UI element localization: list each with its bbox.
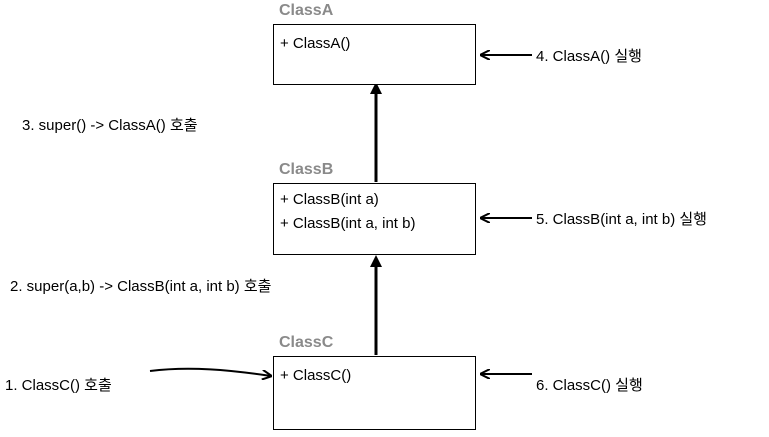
classb-constructor-1: + ClassB(int a) [280, 191, 379, 208]
classa-box: + ClassA() [273, 24, 476, 85]
classb-box: + ClassB(int a) + ClassB(int a, int b) [273, 183, 476, 255]
classa-title: ClassA [279, 2, 334, 19]
classc-box: + ClassC() [273, 356, 476, 430]
classb-constructor-2: + ClassB(int a, int b) [280, 215, 416, 232]
classc-constructor: + ClassC() [280, 367, 352, 384]
step5-label: 5. ClassB(int a, int b) 실행 [536, 211, 707, 228]
classb-title: ClassB [279, 161, 334, 178]
step2-label: 2. super(a,b) -> ClassB(int a, int b) 호출 [10, 278, 272, 295]
step1-label: 1. ClassC() 호출 [5, 377, 112, 394]
step6-label: 6. ClassC() 실행 [536, 377, 643, 394]
step3-label: 3. super() -> ClassA() 호출 [22, 117, 198, 134]
step1-arrow [149, 367, 271, 376]
step4-label: 4. ClassA() 실행 [536, 48, 642, 65]
classa-constructor: + ClassA() [280, 35, 351, 52]
classc-title: ClassC [279, 334, 334, 351]
